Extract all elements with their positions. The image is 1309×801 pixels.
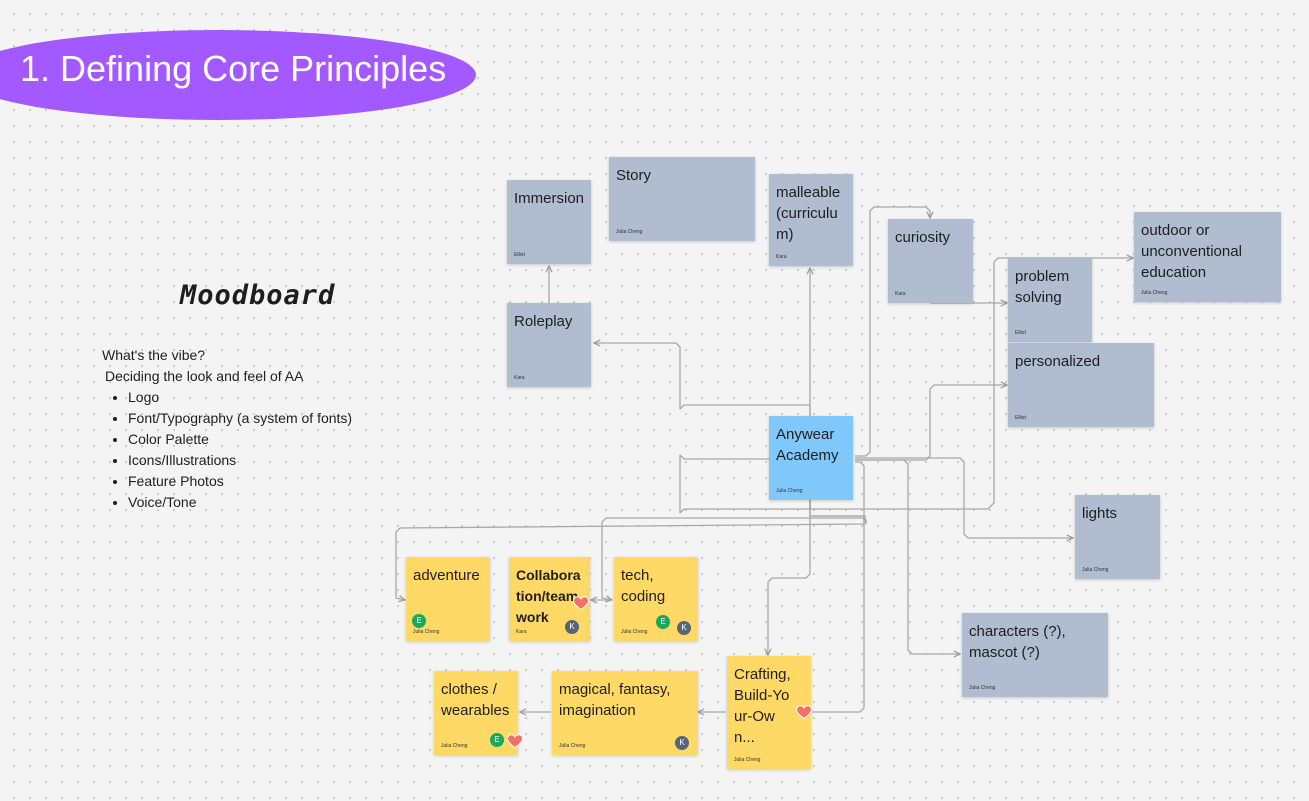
sticky-note-author: Julia Cheng bbox=[776, 488, 803, 494]
sticky-note-text: outdoor or unconventional education bbox=[1141, 222, 1242, 281]
sticky-note-problem-solving[interactable]: problem solving Elliot bbox=[1008, 258, 1092, 342]
moodboard-text-block[interactable]: What's the vibe? Deciding the look and f… bbox=[102, 345, 352, 513]
sticky-note-text: characters (?), mascot (?) bbox=[969, 623, 1066, 661]
sticky-note-tech-coding[interactable]: tech, coding Julia Cheng E K bbox=[614, 557, 698, 641]
connector-anywear-crafting-right bbox=[812, 461, 865, 713]
connector-anywear-personalized bbox=[855, 385, 1007, 461]
vibe-subtitle: Deciding the look and feel of AA bbox=[105, 368, 304, 384]
sticky-note-text: Story bbox=[616, 167, 652, 184]
sticky-note-author: Julia Cheng bbox=[616, 229, 643, 235]
moodboard-title[interactable]: Moodboard bbox=[180, 280, 336, 311]
sticky-note-collaboration[interactable]: Collaboration/team work Kara K bbox=[509, 557, 590, 641]
sticky-note-text: Collaboration/team work bbox=[516, 567, 581, 625]
sticky-note-text: tech, coding bbox=[621, 567, 666, 605]
sticky-note-malleable[interactable]: malleable (curriculum) Kara bbox=[769, 174, 853, 266]
sticky-note-text: clothes / wearables bbox=[441, 681, 510, 719]
sticky-note-text: malleable (curriculum) bbox=[776, 184, 841, 243]
avatar[interactable]: K bbox=[677, 621, 691, 635]
connector-anywear-characters bbox=[855, 459, 960, 654]
heart-icon[interactable] bbox=[507, 734, 523, 748]
avatar[interactable]: K bbox=[565, 620, 579, 634]
sticky-note-author: Julia Cheng bbox=[441, 743, 468, 749]
sticky-note-text: Immersion bbox=[514, 190, 585, 207]
sticky-note-text: lights bbox=[1082, 505, 1118, 522]
sticky-note-author: Julia Cheng bbox=[969, 685, 996, 691]
list-item: Font/Typography (a system of fonts) bbox=[128, 408, 352, 429]
sticky-note-text: personalized bbox=[1015, 353, 1101, 370]
sticky-note-adventure[interactable]: adventure Julia Cheng E bbox=[406, 557, 490, 641]
section-header-pill[interactable] bbox=[0, 30, 476, 120]
sticky-note-author: Julia Cheng bbox=[734, 757, 761, 763]
heart-icon[interactable] bbox=[796, 705, 812, 719]
sticky-note-personalized[interactable]: personalized Elliot bbox=[1008, 343, 1154, 427]
sticky-note-author: Kara bbox=[895, 291, 906, 297]
sticky-note-text: Roleplay bbox=[514, 313, 573, 330]
heart-icon[interactable] bbox=[573, 596, 589, 610]
sticky-note-author: Julia Cheng bbox=[1141, 290, 1168, 296]
list-item: Feature Photos bbox=[128, 471, 352, 492]
sticky-note-author: Julia Cheng bbox=[1082, 567, 1109, 573]
connector-anywear-lights bbox=[855, 457, 1073, 538]
sticky-note-text: Anywear Academy bbox=[776, 426, 839, 464]
moodboard-list: Logo Font/Typography (a system of fonts)… bbox=[102, 387, 352, 513]
sticky-note-clothes[interactable]: clothes / wearables Julia Cheng E bbox=[434, 671, 523, 755]
list-item: Logo bbox=[128, 387, 352, 408]
sticky-note-roleplay[interactable]: Roleplay Kara bbox=[507, 303, 591, 387]
list-item: Voice/Tone bbox=[128, 492, 352, 513]
sticky-note-text: adventure bbox=[413, 567, 480, 584]
sticky-note-author: Julia Cheng bbox=[621, 629, 648, 635]
connector-anywear-collab bbox=[601, 500, 867, 600]
sticky-note-characters[interactable]: characters (?), mascot (?) Julia Cheng bbox=[962, 613, 1108, 697]
sticky-note-curiosity[interactable]: curiosity Kara bbox=[888, 219, 973, 303]
sticky-note-author: Kara bbox=[514, 375, 525, 381]
connector-anywear-roleplay bbox=[594, 343, 811, 416]
sticky-note-author: Julia Cheng bbox=[559, 743, 586, 749]
sticky-note-author: Kara bbox=[776, 254, 787, 260]
avatar[interactable]: E bbox=[656, 615, 670, 629]
avatar[interactable]: E bbox=[490, 733, 504, 747]
sticky-note-text: problem solving bbox=[1015, 268, 1070, 306]
sticky-note-anywear-academy[interactable]: Anywear Academy Julia Cheng bbox=[769, 416, 853, 500]
sticky-note-outdoor[interactable]: outdoor or unconventional education Juli… bbox=[1134, 212, 1281, 302]
sticky-note-immersion[interactable]: Immersion Elliot bbox=[507, 180, 591, 264]
sticky-note-author: Elliot bbox=[514, 252, 525, 258]
list-item: Icons/Illustrations bbox=[128, 450, 352, 471]
sticky-note-magical[interactable]: magical, fantasy, imagination Julia Chen… bbox=[552, 671, 698, 755]
list-item: Color Palette bbox=[128, 429, 352, 450]
sticky-note-story[interactable]: Story Julia Cheng bbox=[609, 157, 755, 241]
sticky-note-lights[interactable]: lights Julia Cheng bbox=[1075, 495, 1160, 579]
sticky-note-author: Elliot bbox=[1015, 330, 1026, 336]
sticky-note-text: magical, fantasy, imagination bbox=[559, 681, 671, 719]
connector-anywear-crafting bbox=[768, 500, 811, 655]
vibe-question: What's the vibe? bbox=[102, 347, 206, 363]
section-title: 1. Defining Core Principles bbox=[20, 48, 447, 89]
sticky-note-author: Julia Cheng bbox=[413, 629, 440, 635]
avatar[interactable]: E bbox=[412, 614, 426, 628]
avatar[interactable]: K bbox=[675, 736, 689, 750]
sticky-note-author: Kara bbox=[516, 629, 527, 635]
sticky-note-crafting[interactable]: Crafting, Build-Your-Own... Julia Cheng bbox=[727, 656, 812, 769]
sticky-note-author: Elliot bbox=[1015, 415, 1026, 421]
connector-anywear-curiosity bbox=[855, 206, 930, 457]
sticky-note-text: curiosity bbox=[895, 229, 951, 246]
sticky-note-text: Crafting, Build-Your-Own... bbox=[734, 666, 791, 746]
